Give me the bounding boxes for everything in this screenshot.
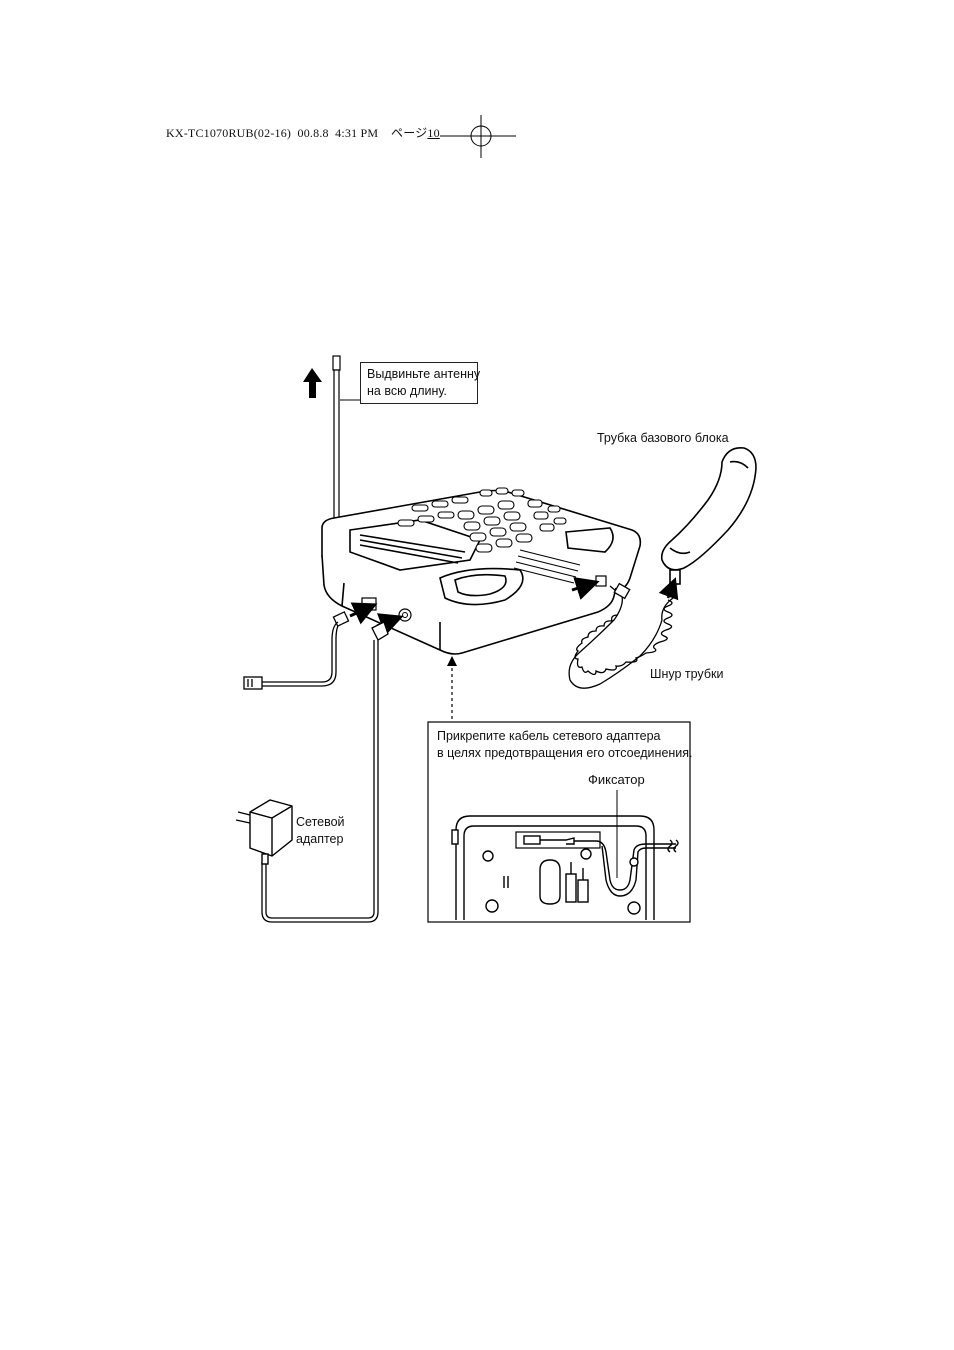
adapter-label: Сетевой адаптер [296, 814, 345, 848]
handset-label: Трубка базового блока [597, 430, 729, 447]
antenna-instruction-box: Выдвиньте антенну на всю длину. [360, 362, 478, 404]
adapter-label-line2: адаптер [296, 831, 345, 848]
antenna-instruction-line1: Выдвиньте антенну [367, 366, 471, 383]
antenna-instruction-line2: на всю длину. [367, 383, 471, 400]
inset-instruction: Прикрепите кабель сетевого адаптера в це… [437, 728, 693, 762]
adapter-label-line1: Сетевой [296, 814, 345, 831]
ac-adapter [236, 800, 292, 864]
inset-instruction-line1: Прикрепите кабель сетевого адаптера [437, 728, 693, 745]
adapter-cable [262, 622, 388, 922]
antenna [333, 356, 340, 530]
hook-label: Фиксатор [588, 771, 645, 788]
base-unit [322, 491, 640, 655]
arrow-up-icon [303, 368, 322, 398]
telephone-line-cord [244, 612, 349, 689]
inset-instruction-line2: в целях предотвращения его отсоединения. [437, 745, 693, 762]
inset-underside-drawing [452, 816, 678, 920]
handset-cord-label: Шнур трубки [650, 666, 723, 683]
base-handset [662, 448, 756, 584]
